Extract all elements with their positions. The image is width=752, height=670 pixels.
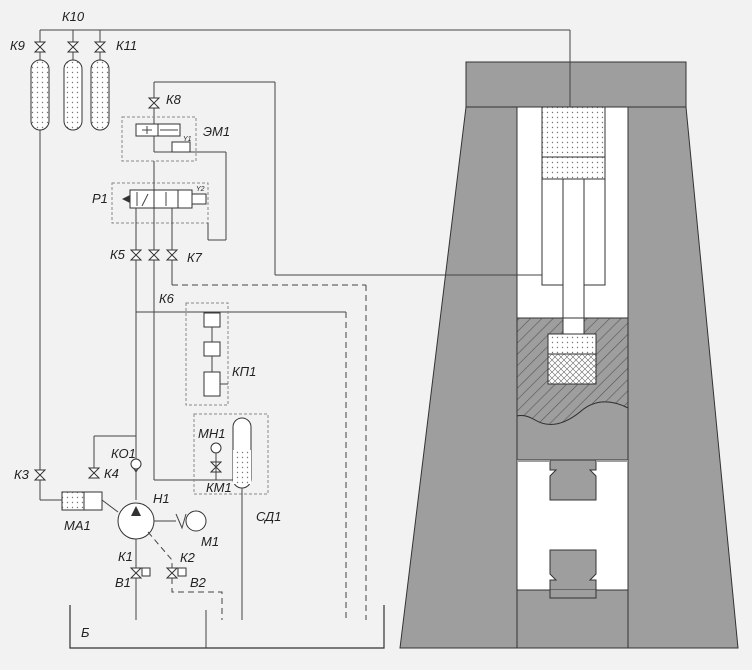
label-r1: Р1 (92, 191, 108, 206)
component-labels: К10 К9 К11 К8 ЭМ1 Y1 Р1 Y2 К5 К7 К6 КП1 … (10, 9, 281, 640)
label-k8: К8 (166, 92, 182, 107)
label-n1: Н1 (153, 491, 170, 506)
kp1-relief-block (185, 302, 229, 406)
label-y1: Y1 (183, 136, 192, 143)
label-k4: К4 (104, 466, 119, 481)
label-em1: ЭМ1 (203, 124, 230, 139)
pump-unit (39, 435, 223, 620)
label-k10: К10 (62, 9, 85, 24)
label-k7: К7 (187, 250, 203, 265)
label-k9: К9 (10, 38, 25, 53)
label-k11: К11 (116, 38, 137, 53)
gas-accumulators (30, 59, 110, 131)
valve-symbols (33, 41, 179, 579)
label-v2: В2 (190, 575, 207, 590)
label-k3: К3 (14, 467, 30, 482)
label-mn1: МН1 (198, 426, 225, 441)
hammer-frame (399, 30, 739, 649)
label-k6: К6 (159, 291, 175, 306)
label-kp1: КП1 (232, 364, 256, 379)
label-ko1: КО1 (111, 446, 136, 461)
label-k2: К2 (180, 550, 196, 565)
label-km1: КМ1 (206, 480, 232, 495)
label-b: Б (81, 625, 90, 640)
label-m1: М1 (201, 534, 219, 549)
label-y2: Y2 (196, 186, 205, 193)
label-k5: К5 (110, 247, 126, 262)
r1-distributor (111, 151, 227, 250)
label-ma1: МА1 (64, 518, 91, 533)
tank (69, 605, 385, 649)
label-k1: К1 (118, 549, 133, 564)
mn1-sd1-block (193, 413, 269, 620)
label-sd1: СД1 (256, 509, 281, 524)
em1-valve-block (121, 116, 197, 162)
label-v1: В1 (115, 575, 131, 590)
